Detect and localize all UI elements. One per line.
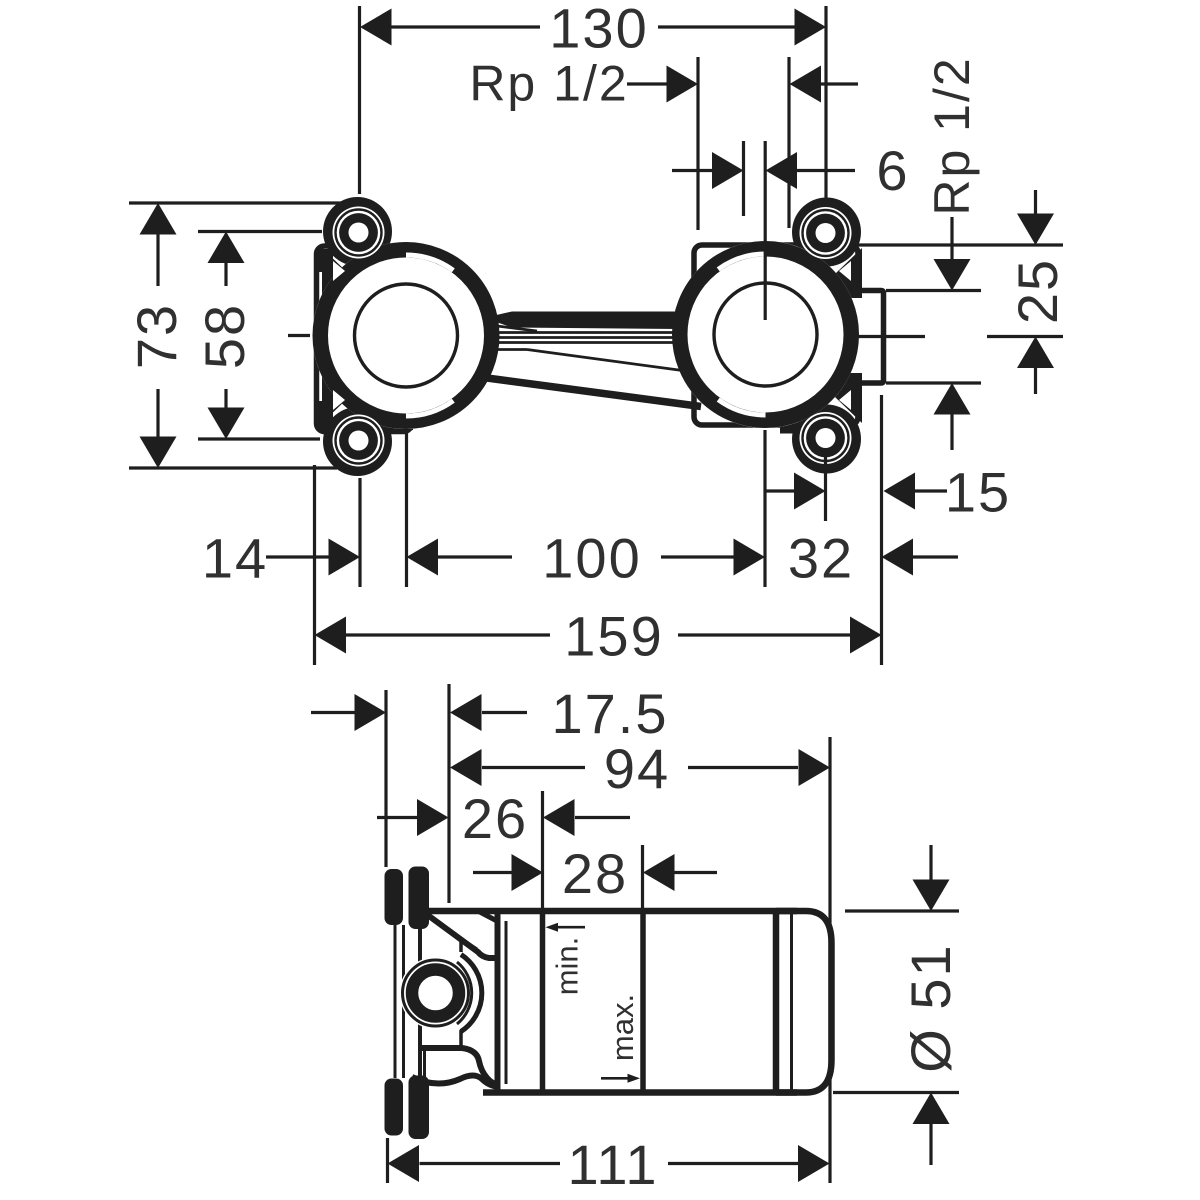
svg-text:25: 25: [1006, 258, 1069, 324]
svg-text:max.: max.: [605, 994, 640, 1061]
svg-text:111: 111: [567, 1133, 658, 1196]
svg-text:15: 15: [945, 461, 1011, 524]
svg-text:min.: min.: [550, 937, 585, 996]
svg-text:26: 26: [462, 787, 528, 850]
svg-text:Rp 1/2: Rp 1/2: [924, 56, 980, 215]
svg-text:14: 14: [202, 527, 268, 590]
svg-text:130: 130: [549, 0, 648, 60]
svg-text:Ø 51: Ø 51: [899, 943, 962, 1072]
svg-text:32: 32: [788, 527, 854, 590]
svg-text:94: 94: [604, 737, 670, 800]
svg-text:Rp 1/2: Rp 1/2: [469, 56, 628, 112]
svg-text:28: 28: [562, 842, 628, 905]
svg-text:73: 73: [125, 303, 188, 369]
svg-text:58: 58: [193, 303, 256, 369]
svg-text:6: 6: [876, 139, 909, 202]
svg-text:100: 100: [542, 527, 641, 590]
svg-text:159: 159: [564, 605, 663, 668]
svg-text:17.5: 17.5: [552, 682, 669, 745]
